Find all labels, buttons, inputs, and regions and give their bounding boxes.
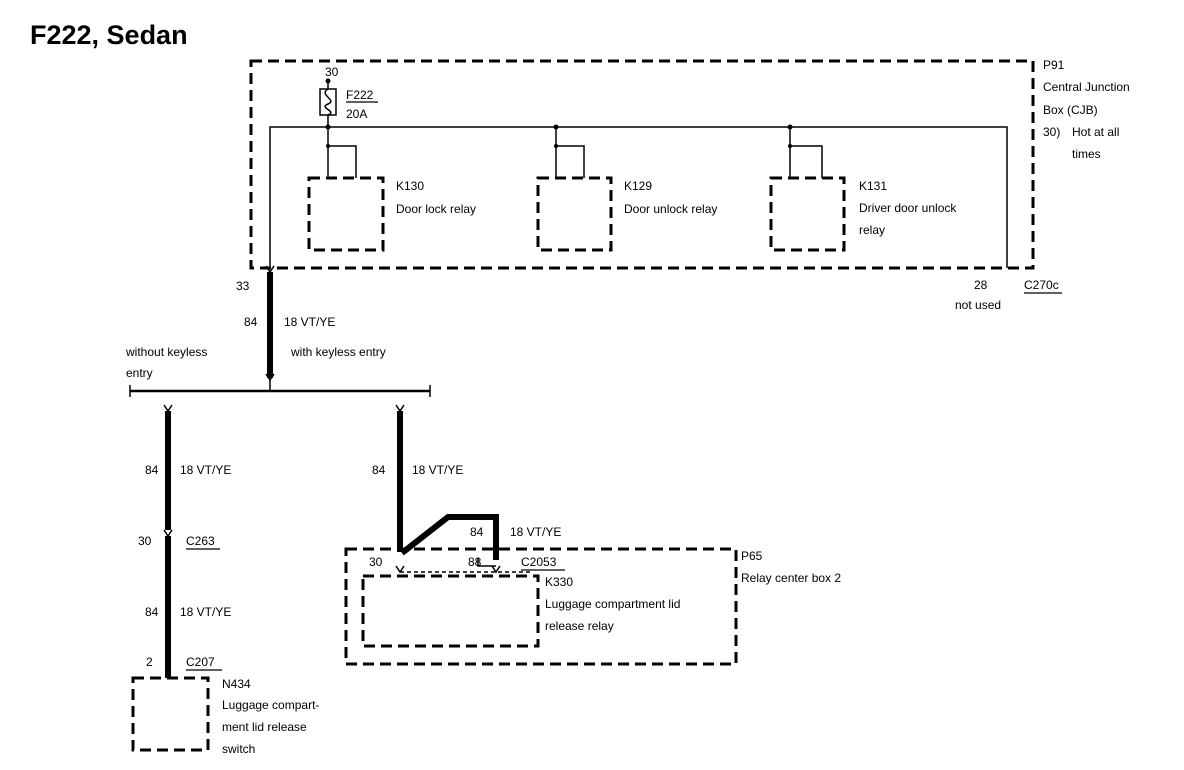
switch-id: N434 xyxy=(222,677,251,691)
k330-pin-30: 30 xyxy=(369,555,383,569)
k129-coil-wire xyxy=(556,145,585,178)
relay-k131-id: K131 xyxy=(859,179,887,193)
relay-k129-id: K129 xyxy=(624,179,652,193)
rcb-id: P65 xyxy=(741,549,763,563)
k131-split-node xyxy=(788,144,792,148)
branch-left-label-line1: without keyless xyxy=(125,345,207,359)
fuse-f222-symbol xyxy=(319,88,337,116)
fuse-pin-label: 30 xyxy=(325,65,339,79)
jumper-circuit: 84 xyxy=(470,525,484,539)
k130-split-node xyxy=(326,144,330,148)
relay-k130-desc: Door lock relay xyxy=(396,202,476,216)
relay-k131-desc-line1: Driver door unlock xyxy=(859,201,957,215)
k130-coil-wire xyxy=(328,145,357,178)
fuse-rating: 20A xyxy=(346,107,367,121)
c263-pin: 30 xyxy=(138,534,152,548)
relay-k130-id: K130 xyxy=(396,179,424,193)
fuse-id: F222 xyxy=(346,88,374,102)
relay-k330-desc-line1: Luggage compartment lid xyxy=(545,597,680,611)
branch-left-label-line2: entry xyxy=(126,366,153,380)
cjb-pin-28: 28 xyxy=(974,278,988,292)
cjb-note-line2: times xyxy=(1072,147,1101,161)
relay-k129-desc: Door unlock relay xyxy=(624,202,717,216)
relay-k131-desc-line2: relay xyxy=(859,223,885,237)
cjb-note-line1: Hot at all xyxy=(1072,125,1119,139)
left-branch-top-connector-icon xyxy=(163,404,173,413)
cjb-connector-id: C270c xyxy=(1024,278,1059,292)
branch-right-label: with keyless entry xyxy=(290,345,386,359)
switch-desc-line2: ment lid release xyxy=(222,720,307,734)
cjb-name-line1: Central Junction xyxy=(1043,80,1130,94)
relay-k330-id: K330 xyxy=(545,575,573,589)
c2053-id: C2053 xyxy=(521,555,557,569)
jumper-spec: 18 VT/YE xyxy=(510,525,561,539)
relay-k130-box xyxy=(307,176,385,252)
right-wire-spec: 18 VT/YE xyxy=(412,463,463,477)
switch-desc-line1: Luggage compart- xyxy=(222,698,319,712)
c263-id: C263 xyxy=(186,534,215,548)
right-wire-circuit: 84 xyxy=(372,463,386,477)
cjb-id: P91 xyxy=(1043,58,1065,72)
left-wire1-spec: 18 VT/YE xyxy=(180,463,231,477)
cjb-box-outline xyxy=(249,59,1035,270)
k129-split-node xyxy=(554,144,558,148)
cjb-pin-28-note: not used xyxy=(955,298,1001,312)
c263-connector-icon xyxy=(163,529,173,538)
k330-pin88-stub xyxy=(477,558,496,567)
switch-n434-box xyxy=(131,676,210,752)
fuse-element-icon xyxy=(324,88,332,116)
left-wire2-circuit: 84 xyxy=(145,605,159,619)
k330-pin-88: 88 xyxy=(468,555,482,569)
left-wire1-circuit: 84 xyxy=(145,463,159,477)
k131-coil-wire xyxy=(790,145,823,178)
right-branch-top-connector-icon xyxy=(395,404,405,413)
cjb-pin-33: 33 xyxy=(236,279,250,293)
k330-jumper-wire xyxy=(400,514,499,560)
diagram-title: F222, Sedan xyxy=(30,20,188,50)
relay-k330-box xyxy=(361,574,540,648)
rcb-box-outline xyxy=(344,547,738,666)
main-wire-circuit: 84 xyxy=(244,315,258,329)
k330-pin30-connector-icon xyxy=(395,565,405,574)
c207-pin: 2 xyxy=(146,655,153,669)
k330-pin88-connector-icon xyxy=(491,565,501,574)
cjb-name-line2: Box (CJB) xyxy=(1043,103,1098,117)
left-wire2-spec: 18 VT/YE xyxy=(180,605,231,619)
relay-k129-box xyxy=(536,176,613,252)
switch-desc-line3: switch xyxy=(222,742,255,756)
main-wire-spec: 18 VT/YE xyxy=(284,315,335,329)
relay-k330-desc-line2: release relay xyxy=(545,619,614,633)
rcb-name: Relay center box 2 xyxy=(741,571,841,585)
c207-id: C207 xyxy=(186,655,215,669)
cjb-note-pin: 30) xyxy=(1043,125,1060,139)
relay-k131-box xyxy=(769,176,846,252)
cjb-internal-bus xyxy=(269,126,1008,268)
